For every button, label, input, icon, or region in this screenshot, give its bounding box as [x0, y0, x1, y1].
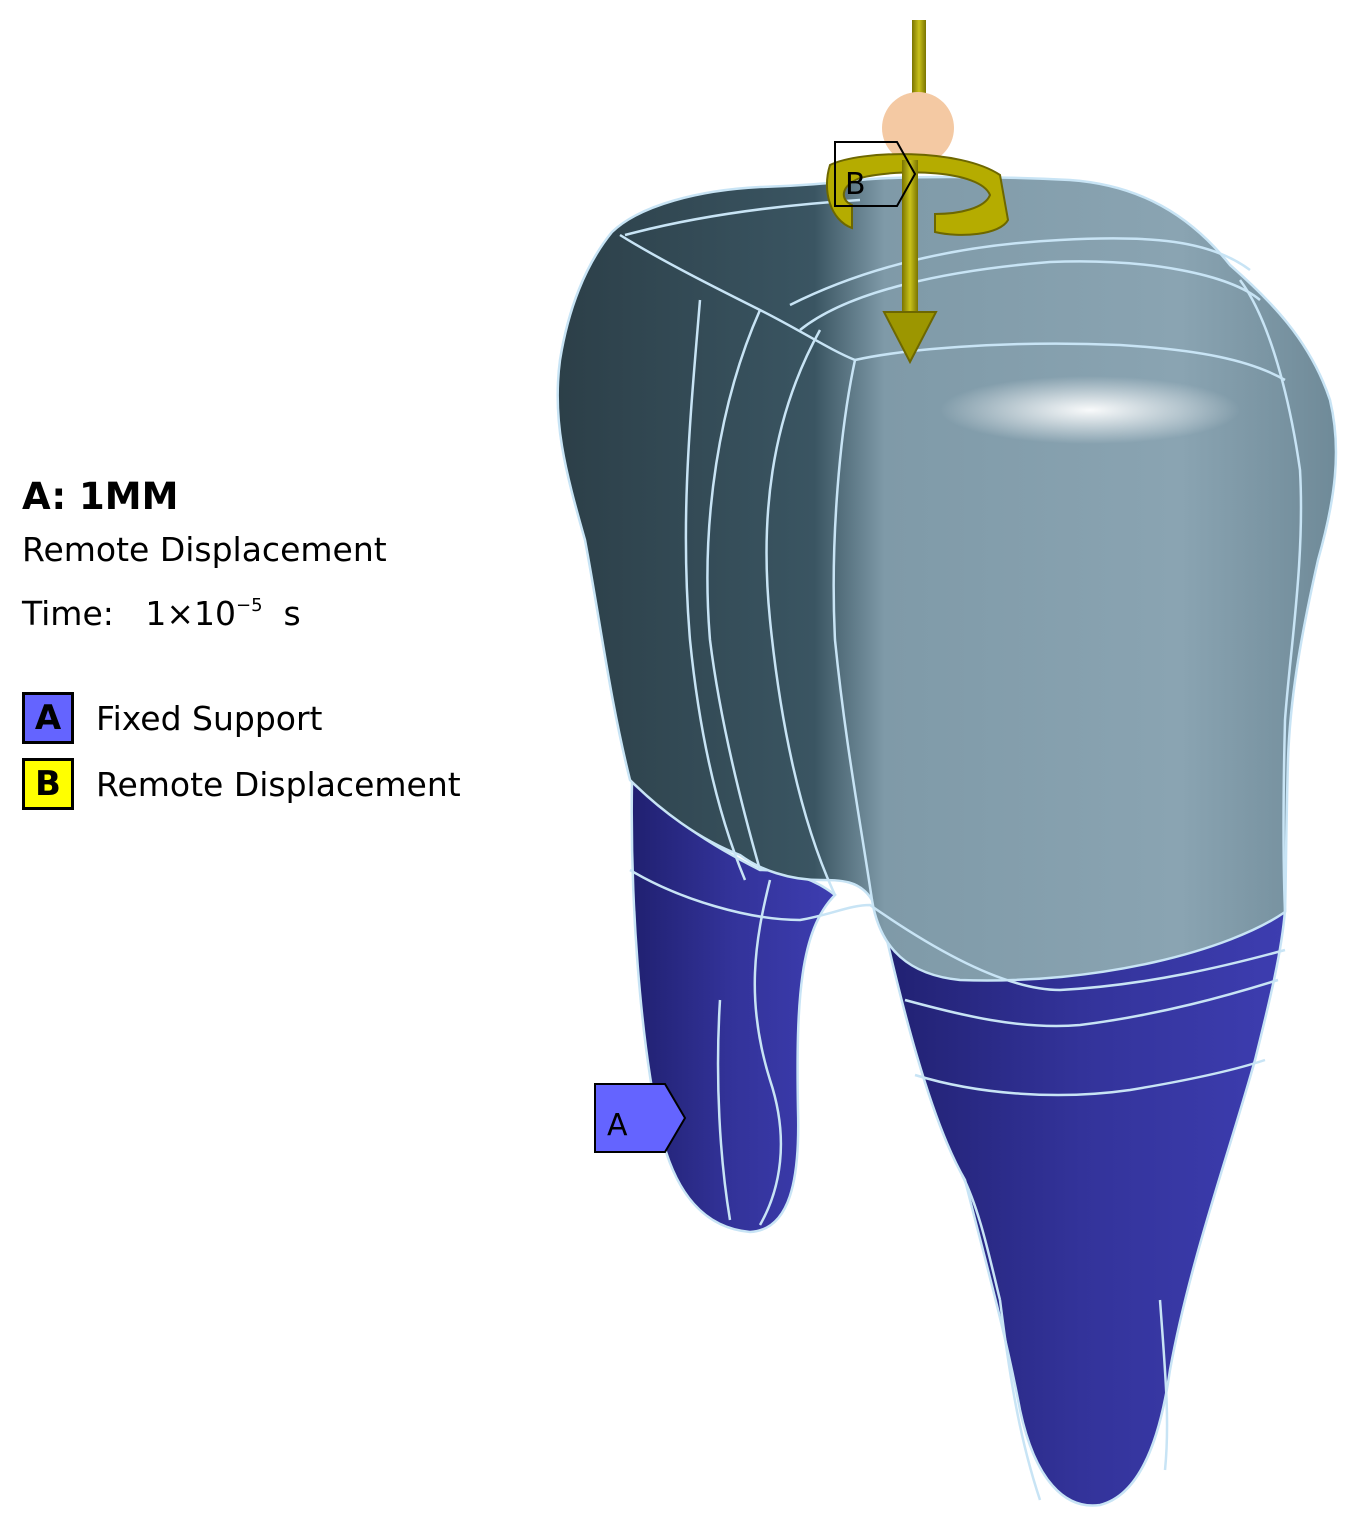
crown-edge-lines — [619, 198, 1303, 913]
time-readout: Time: 1×10−5 s — [22, 578, 387, 642]
analysis-title: A: 1MM — [22, 475, 179, 518]
legend-key-a: A — [34, 698, 62, 738]
tag-b[interactable]: B — [834, 141, 917, 207]
tag-a-shape — [594, 1083, 687, 1153]
tag-b-shape — [834, 141, 917, 207]
boundary-condition-legend: A Fixed Support B Remote Displacement — [22, 690, 461, 822]
tag-a-label: A — [607, 1108, 628, 1143]
remote-point-sphere — [882, 92, 954, 164]
analysis-subtitle: Remote Displacement — [22, 530, 387, 569]
tag-a[interactable]: A — [594, 1083, 687, 1153]
legend-label-fixed-support: Fixed Support — [96, 698, 323, 738]
analysis-info: A: 1MM Remote Displacement Time: 1×10−5 … — [22, 472, 387, 642]
distal-root — [876, 897, 1287, 1507]
arrow-down-icon — [882, 311, 938, 365]
remote-displacement-glyph[interactable] — [826, 20, 1010, 365]
remote-arrow-shaft — [902, 160, 918, 320]
legend-label-remote-displacement: Remote Displacement — [96, 764, 461, 804]
rotation-arc-glyph — [826, 153, 1010, 236]
legend-swatch-a: A — [22, 692, 74, 744]
root-band-lines — [629, 868, 1286, 1501]
tag-b-label: B — [845, 167, 866, 202]
time-unit: s — [283, 594, 301, 633]
legend-key-b: B — [35, 764, 61, 804]
crown-highlight — [940, 376, 1240, 444]
time-exponent: −5 — [236, 595, 263, 616]
legend-item-remote-displacement[interactable]: B Remote Displacement — [22, 756, 461, 812]
time-mantissa: 1×10 — [145, 594, 237, 633]
legend-item-fixed-support[interactable]: A Fixed Support — [22, 690, 461, 746]
legend-swatch-b: B — [22, 758, 74, 810]
time-label: Time: — [22, 594, 114, 633]
